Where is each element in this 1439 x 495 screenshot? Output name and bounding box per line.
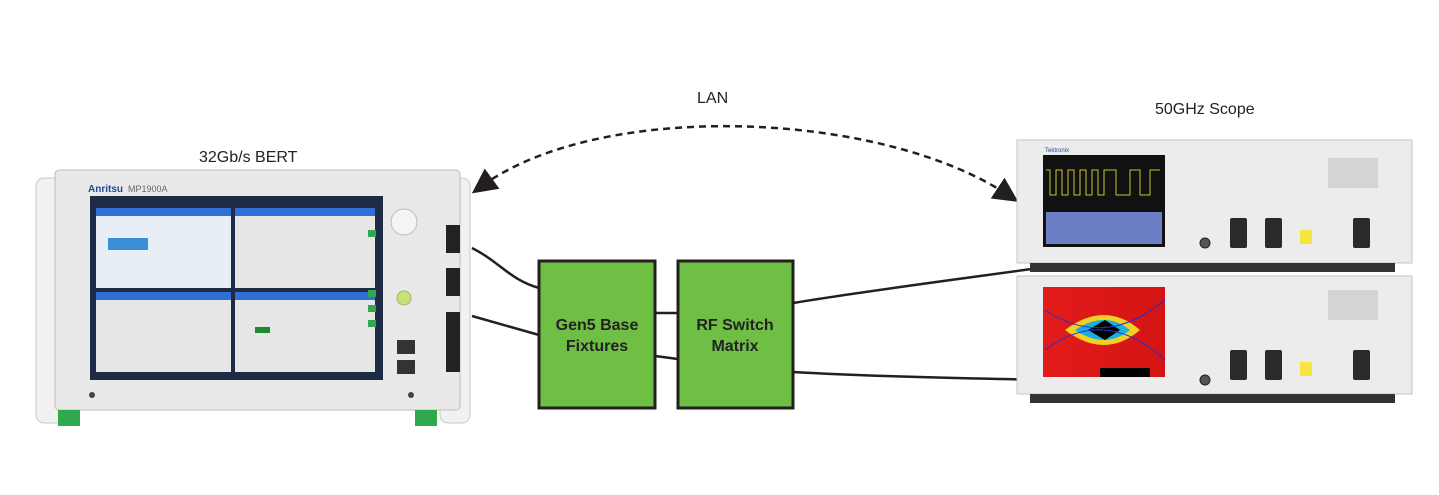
- lan-label: LAN: [697, 90, 728, 107]
- bert-knob: [390, 208, 418, 236]
- box-label-line2: Matrix: [711, 338, 758, 355]
- rf-switch-matrix-box: RF Switch Matrix: [676, 259, 795, 410]
- box-label-line1: Gen5 Base: [556, 317, 639, 334]
- cable-bert-to-fixture-2: [471, 314, 540, 337]
- cable-fixture-to-switch-2: [654, 354, 679, 361]
- cable-bert-to-fixture-1: [471, 246, 540, 290]
- bert-brand: Anritsu: [88, 184, 123, 195]
- box-label-line1: RF Switch: [696, 317, 773, 334]
- bert-label: 32Gb/s BERT: [199, 149, 298, 166]
- scope-brand: Tektronix: [1045, 148, 1069, 154]
- scope-top-instrument: Tektronix: [1016, 139, 1413, 272]
- scope-bottom-instrument: [1016, 275, 1413, 403]
- scope-label: 50GHz Scope: [1155, 101, 1255, 118]
- bert-instrument: Anritsu MP1900A: [35, 169, 471, 426]
- bert-model: MP1900A: [128, 184, 168, 194]
- gen5-base-fixtures-box: Gen5 Base Fixtures: [537, 259, 657, 410]
- lan-connection: [471, 124, 1019, 202]
- box-label-line2: Fixtures: [566, 338, 628, 355]
